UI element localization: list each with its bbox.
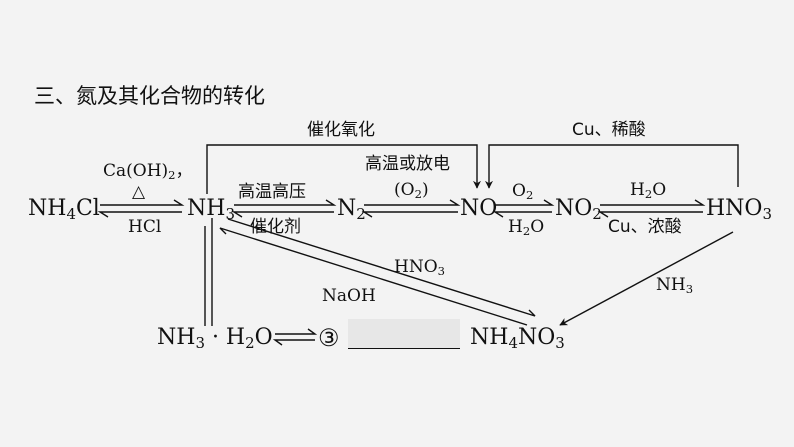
cond-hcl: HCl: [128, 217, 162, 237]
species-nh4no3: NH4NO3: [470, 325, 565, 353]
hno3-to-no2-arrow: [597, 211, 703, 218]
section-heading: 三、氮及其化合物的转化: [34, 84, 265, 108]
cond-nh3: NH3: [656, 275, 694, 297]
cond-high-temp-pressure: 高温高压: [238, 182, 306, 202]
cond-o2: O2: [512, 181, 534, 203]
hno3-to-nh4no3-arrow: [559, 231, 734, 326]
species-no2: NO2: [555, 196, 602, 224]
hno3-to-no-loop-arrow: [485, 144, 739, 189]
nh3-to-n2-arrow: [234, 199, 337, 206]
cond-cu-conc-acid: Cu、浓酸: [608, 217, 682, 237]
species-n2: N2: [337, 196, 366, 224]
cond-heat-symbol: △: [132, 182, 146, 202]
blank-to-nh3h2o-arrow: [272, 339, 315, 346]
species-nh3-h2o: NH3 · H2O: [157, 325, 273, 353]
blank-number-3: ③: [318, 324, 340, 352]
label-cu-dilute-acid: Cu、稀酸: [572, 120, 646, 140]
label-catalytic-oxidation: 催化氧化: [307, 120, 375, 140]
nh3-to-no-loop-arrow: [206, 144, 481, 194]
nh4no3-to-nh3-arrow: [219, 227, 528, 326]
cond-catalyst: 催化剂: [250, 217, 301, 237]
species-no: NO: [460, 196, 498, 221]
answer-blank[interactable]: [348, 319, 460, 349]
nh3-to-nh4no3-arrow: [227, 218, 536, 317]
species-hno3: HNO3: [706, 196, 772, 224]
no-to-no2-arrow: [495, 199, 555, 206]
cond-h2o-2: H2O: [630, 180, 667, 202]
nh4cl-to-nh3-arrow: [100, 199, 185, 206]
species-nh3: NH3: [187, 196, 235, 224]
species-nh4cl: NH4Cl: [28, 196, 100, 224]
cond-o2-paren: (O2): [394, 180, 429, 202]
nh3h2o-to-blank-arrow: [275, 328, 318, 335]
no2-to-hno3-arrow: [600, 199, 706, 206]
no2-to-no-arrow: [492, 211, 552, 218]
cond-hno3: HNO3: [394, 257, 445, 279]
cond-naoh: NaOH: [322, 286, 376, 306]
cond-high-temp-or-discharge: 高温或放电: [365, 154, 450, 174]
cond-h2o-1: H2O: [508, 217, 545, 239]
n2-to-nh3-arrow: [231, 211, 334, 218]
n2-to-no-arrow: [364, 199, 461, 206]
answer-blank-underline: [348, 348, 460, 349]
nh3-to-nh4cl-arrow: [97, 211, 182, 218]
n2-to-no-arrow-2: [361, 211, 458, 218]
cond-caoh2: Ca(OH)2，: [103, 161, 193, 183]
